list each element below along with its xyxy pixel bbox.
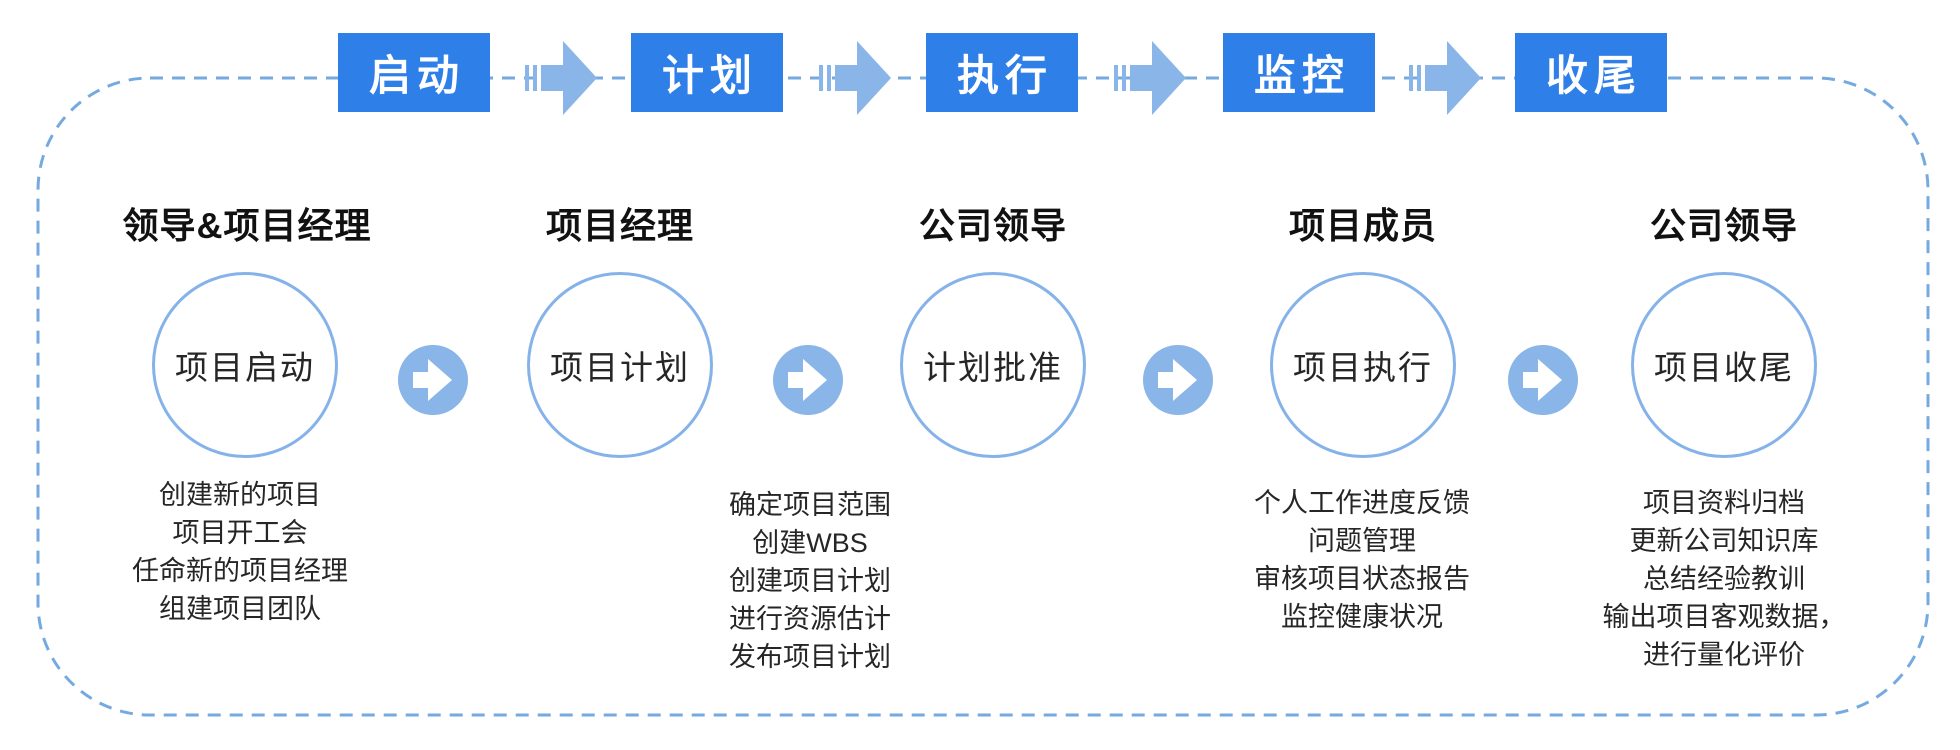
stage-box-initiation: 启动 — [338, 33, 490, 112]
task-item: 创建新的项目 — [159, 480, 321, 510]
phase-circle-closing: 项目收尾 — [1631, 272, 1817, 458]
stage-box-execution: 执行 — [926, 33, 1078, 112]
task-item: 审核项目状态报告 — [1254, 564, 1470, 594]
striped-arrow-icon — [1409, 41, 1481, 115]
task-item: 总结经验教训 — [1643, 564, 1805, 594]
striped-arrow-icon — [525, 41, 597, 115]
task-list-planning: 确定项目范围 创建WBS 创建项目计划 进行资源估计 发布项目计划 — [610, 486, 1010, 676]
task-list-closing: 项目资料归档 更新公司知识库 总结经验教训 输出项目客观数据， 进行量化评价 — [1524, 484, 1924, 674]
stage-label: 启动 — [368, 52, 465, 99]
next-phase-arrow-icon — [1508, 345, 1578, 415]
task-item: 发布项目计划 — [729, 642, 891, 672]
task-item: 确定项目范围 — [729, 490, 891, 520]
task-list-execution: 个人工作进度反馈 问题管理 审核项目状态报告 监控健康状况 — [1162, 484, 1562, 636]
phase-circle-label: 项目执行 — [1293, 349, 1433, 386]
role-label-execution: 项目成员 — [1288, 205, 1437, 246]
stage-label: 执行 — [956, 52, 1053, 99]
task-item: 任命新的项目经理 — [132, 556, 348, 586]
phase-circle-execution: 项目执行 — [1270, 272, 1456, 458]
stage-label: 计划 — [661, 52, 758, 99]
role-label-initiation: 领导&项目经理 — [122, 205, 372, 246]
task-item: 组建项目团队 — [159, 594, 321, 624]
phase-circle-planning: 项目计划 — [527, 272, 713, 458]
stage-box-closing: 收尾 — [1515, 33, 1667, 112]
task-item: 创建WBS — [752, 528, 868, 558]
task-item: 输出项目客观数据， — [1602, 602, 1846, 632]
next-phase-arrow-icon — [1143, 345, 1213, 415]
phase-circle-label: 项目收尾 — [1654, 349, 1794, 386]
stage-box-monitoring: 监控 — [1223, 33, 1375, 112]
role-label-closing: 公司领导 — [1649, 205, 1798, 246]
next-phase-arrow-icon — [773, 345, 843, 415]
striped-arrow-icon — [819, 41, 891, 115]
striped-arrow-icon — [1114, 41, 1186, 115]
task-item: 个人工作进度反馈 — [1254, 488, 1470, 518]
role-label-planning: 项目经理 — [545, 205, 694, 246]
phase-circle-initiation: 项目启动 — [152, 272, 338, 458]
phase-circle-approval: 计划批准 — [900, 272, 1086, 458]
phase-circle-label: 项目启动 — [175, 349, 315, 386]
stage-label: 收尾 — [1545, 52, 1642, 99]
stage-box-planning: 计划 — [631, 33, 783, 112]
task-item: 更新公司知识库 — [1629, 526, 1819, 556]
task-item: 项目资料归档 — [1643, 488, 1805, 518]
stage-label: 监控 — [1253, 52, 1350, 99]
task-item: 创建项目计划 — [729, 566, 891, 596]
next-phase-arrow-icon — [398, 345, 468, 415]
task-item: 进行量化评价 — [1643, 640, 1805, 670]
dashed-border-rect — [36, 76, 1930, 717]
phase-circle-label: 项目计划 — [550, 349, 690, 386]
role-label-approval: 公司领导 — [918, 205, 1067, 246]
task-item: 项目开工会 — [172, 518, 308, 548]
task-item: 进行资源估计 — [729, 604, 891, 634]
task-item: 监控健康状况 — [1281, 602, 1443, 632]
task-item: 问题管理 — [1308, 526, 1416, 556]
phase-circle-label: 计划批准 — [923, 349, 1063, 386]
task-list-initiation: 创建新的项目 项目开工会 任命新的项目经理 组建项目团队 — [40, 476, 440, 628]
